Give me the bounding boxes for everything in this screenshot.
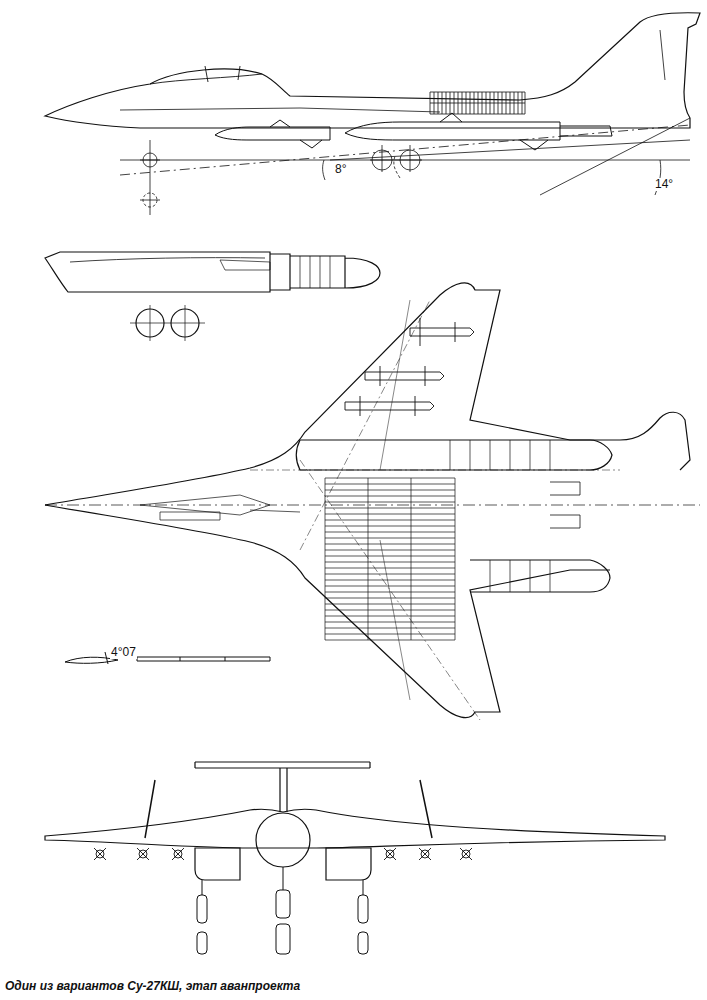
angle-label: 4°07 — [110, 646, 137, 659]
nacelle-view — [45, 252, 380, 341]
landing-gear — [197, 867, 368, 954]
ground-lines — [120, 118, 690, 215]
weapon-bay-hatching — [325, 478, 455, 640]
weapon-bay-hatching — [430, 92, 525, 114]
angle-label: 8° — [334, 163, 347, 176]
wing-section — [65, 652, 270, 664]
figure-caption: Один из вариантов Су-27КШ, этап аванпрое… — [5, 980, 300, 993]
missiles — [215, 113, 612, 150]
wing-stores — [345, 318, 474, 416]
plan-view — [45, 283, 700, 720]
front-view — [45, 762, 665, 954]
pylons-stores — [94, 848, 472, 860]
angle-label: 14° — [654, 178, 674, 191]
side-view — [45, 13, 700, 215]
